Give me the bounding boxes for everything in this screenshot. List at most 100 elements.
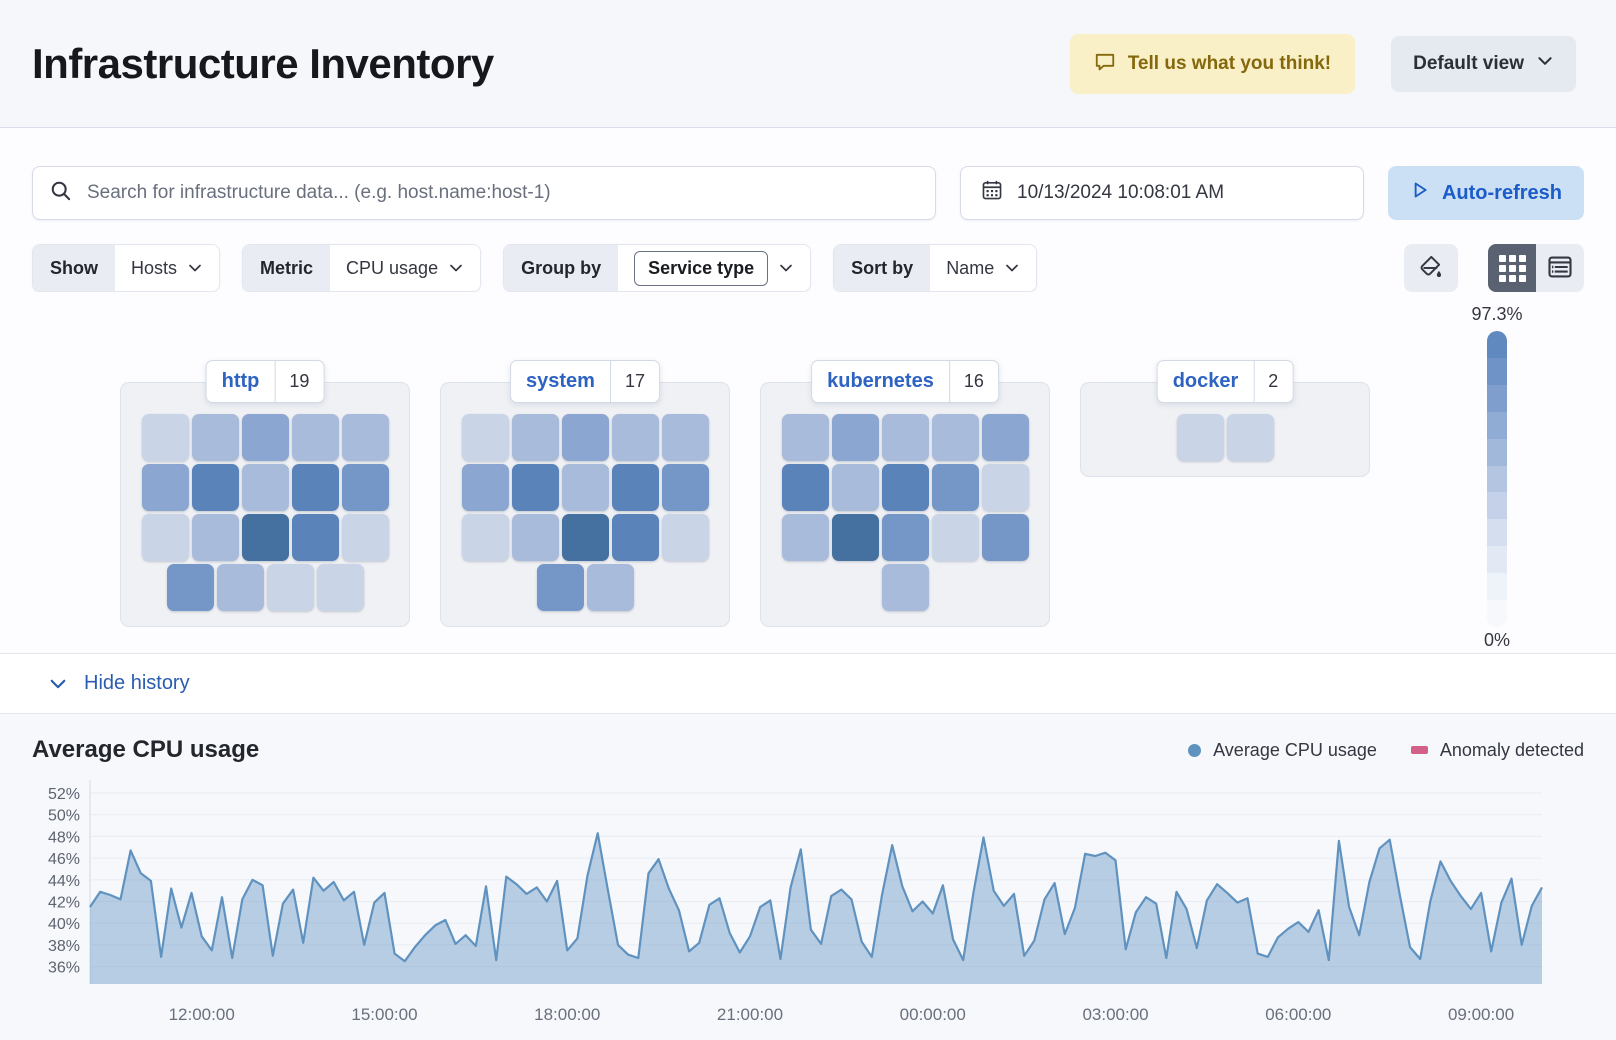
host-tile[interactable] bbox=[166, 564, 214, 611]
metric-select-value: CPU usage bbox=[346, 257, 439, 278]
tile-row bbox=[461, 564, 709, 611]
host-tile[interactable] bbox=[241, 464, 289, 511]
host-tile[interactable] bbox=[241, 414, 289, 461]
tile-row bbox=[781, 414, 1029, 461]
host-tile[interactable] bbox=[931, 464, 979, 511]
host-tile[interactable] bbox=[461, 464, 509, 511]
host-tile[interactable] bbox=[536, 564, 584, 611]
hide-history-toggle[interactable]: Hide history bbox=[48, 672, 190, 695]
host-tile[interactable] bbox=[831, 414, 879, 461]
host-tile[interactable] bbox=[461, 414, 509, 461]
legend-min-label: 0% bbox=[1483, 630, 1510, 650]
tile-row bbox=[141, 564, 389, 611]
host-tile[interactable] bbox=[511, 514, 559, 561]
host-tile[interactable] bbox=[341, 414, 389, 461]
grid-view-icon bbox=[1498, 254, 1526, 282]
host-tile[interactable] bbox=[781, 414, 829, 461]
host-tile[interactable] bbox=[611, 464, 659, 511]
header-actions: Tell us what you think! Default view bbox=[1069, 33, 1576, 94]
host-tile[interactable] bbox=[881, 464, 929, 511]
host-tile[interactable] bbox=[141, 464, 189, 511]
host-tile[interactable] bbox=[191, 514, 239, 561]
host-tile[interactable] bbox=[781, 464, 829, 511]
play-icon bbox=[1410, 180, 1430, 206]
host-tile[interactable] bbox=[191, 414, 239, 461]
group-by-select[interactable]: Service type bbox=[618, 245, 811, 291]
show-select-value: Hosts bbox=[131, 257, 178, 278]
group-by-control: Group by Service type bbox=[503, 244, 812, 292]
host-tile[interactable] bbox=[216, 564, 264, 611]
sort-by-select-value: Name bbox=[946, 257, 995, 278]
palette-button[interactable] bbox=[1404, 244, 1458, 292]
paint-bucket-icon bbox=[1418, 254, 1444, 283]
host-tile[interactable] bbox=[316, 564, 364, 611]
host-tile[interactable] bbox=[561, 514, 609, 561]
host-tile[interactable] bbox=[291, 464, 339, 511]
host-tile[interactable] bbox=[341, 514, 389, 561]
host-tile[interactable] bbox=[661, 414, 709, 461]
view-mode-toggle bbox=[1488, 244, 1584, 292]
host-tile[interactable] bbox=[561, 414, 609, 461]
host-tile[interactable] bbox=[781, 514, 829, 561]
svg-text:06:00:00: 06:00:00 bbox=[1265, 1005, 1331, 1024]
host-tile[interactable] bbox=[831, 464, 879, 511]
host-tile[interactable] bbox=[291, 414, 339, 461]
search-icon bbox=[49, 179, 73, 208]
host-tile[interactable] bbox=[881, 564, 929, 611]
host-tile[interactable] bbox=[661, 464, 709, 511]
svg-text:50%: 50% bbox=[48, 808, 80, 825]
metric-control: Metric CPU usage bbox=[242, 244, 482, 292]
table-view-button[interactable] bbox=[1536, 244, 1584, 292]
legend-item-cpu[interactable]: Average CPU usage bbox=[1188, 740, 1377, 761]
host-tile[interactable] bbox=[881, 514, 929, 561]
host-tile[interactable] bbox=[931, 414, 979, 461]
legend-item-anomaly[interactable]: Anomaly detected bbox=[1410, 740, 1584, 761]
sort-by-select[interactable]: Name bbox=[930, 245, 1037, 291]
host-tile[interactable] bbox=[611, 514, 659, 561]
host-tile[interactable] bbox=[586, 564, 634, 611]
host-tile[interactable] bbox=[266, 564, 314, 611]
host-tile[interactable] bbox=[981, 514, 1029, 561]
feedback-button[interactable]: Tell us what you think! bbox=[1069, 33, 1356, 94]
host-tile[interactable] bbox=[831, 514, 879, 561]
host-tile[interactable] bbox=[611, 414, 659, 461]
host-tile[interactable] bbox=[561, 464, 609, 511]
map-view-button[interactable] bbox=[1488, 244, 1536, 292]
host-tile[interactable] bbox=[511, 464, 559, 511]
host-tile[interactable] bbox=[241, 514, 289, 561]
host-tile[interactable] bbox=[341, 464, 389, 511]
date-picker[interactable]: 10/13/2024 10:08:01 AM bbox=[960, 166, 1364, 220]
host-tile[interactable] bbox=[461, 514, 509, 561]
host-tile[interactable] bbox=[881, 414, 929, 461]
host-tile[interactable] bbox=[141, 414, 189, 461]
host-tile[interactable] bbox=[981, 414, 1029, 461]
auto-refresh-button[interactable]: Auto-refresh bbox=[1388, 166, 1584, 220]
host-tile[interactable] bbox=[191, 464, 239, 511]
host-tile[interactable] bbox=[931, 514, 979, 561]
host-tile[interactable] bbox=[141, 514, 189, 561]
calendar-icon bbox=[981, 179, 1003, 207]
series-dot-icon bbox=[1188, 743, 1202, 757]
tile-row bbox=[781, 514, 1029, 561]
history-toggle-row: Hide history bbox=[0, 653, 1616, 714]
view-selector-button[interactable]: Default view bbox=[1391, 35, 1576, 92]
badge-divider bbox=[948, 361, 950, 402]
host-tile[interactable] bbox=[1176, 414, 1224, 461]
show-control: Show Hosts bbox=[32, 244, 221, 292]
svg-text:36%: 36% bbox=[48, 960, 80, 977]
show-select[interactable]: Hosts bbox=[115, 245, 220, 291]
search-input[interactable] bbox=[87, 182, 919, 204]
host-tile[interactable] bbox=[1226, 414, 1274, 461]
host-tile[interactable] bbox=[661, 514, 709, 561]
host-tile[interactable] bbox=[511, 414, 559, 461]
host-tile[interactable] bbox=[291, 514, 339, 561]
metric-select[interactable]: CPU usage bbox=[330, 245, 481, 291]
group-count: 16 bbox=[963, 371, 984, 391]
host-tile[interactable] bbox=[981, 464, 1029, 511]
